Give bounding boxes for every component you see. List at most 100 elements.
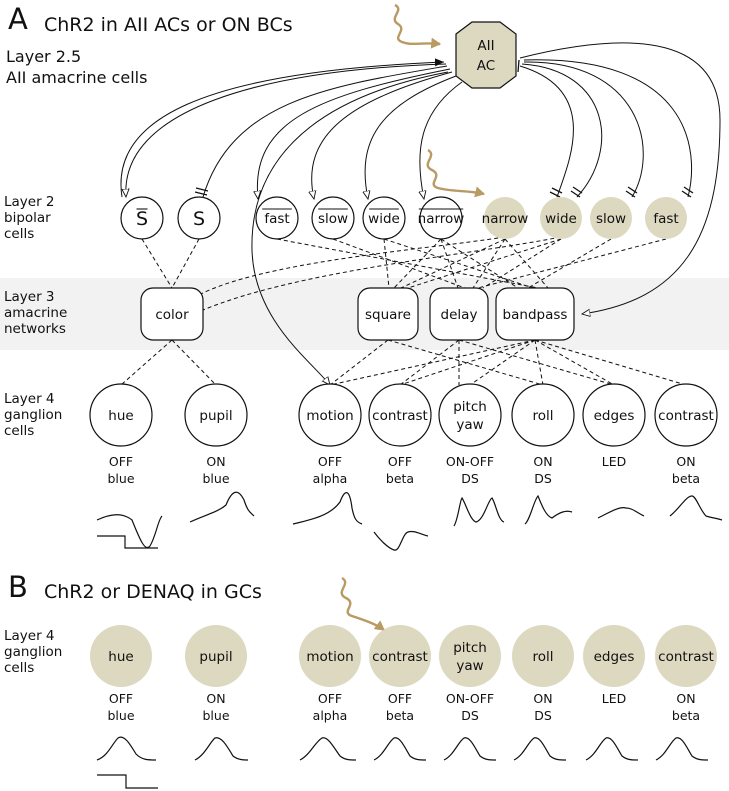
- amacrine-node-bandpass: bandpass: [495, 287, 575, 341]
- layer2-label: Layer 2 bipolar cells: [4, 194, 59, 242]
- ganglion-sublabel: beta: [386, 471, 414, 486]
- panel-b-letter: B: [8, 570, 28, 604]
- ganglion-sublabel: blue: [202, 708, 229, 723]
- ganglion-label: yaw: [456, 417, 483, 433]
- ganglion-label: contrast: [658, 408, 714, 424]
- response-traces-a: [96, 491, 723, 551]
- ganglion-sublabel: ON: [676, 454, 695, 469]
- aii-ac-node: AII AC: [455, 21, 517, 89]
- bipolar-label: narrow: [418, 211, 465, 227]
- bipolar-label: S: [193, 208, 205, 230]
- bipolar-label: wide: [368, 211, 400, 227]
- ganglion-sublabel: DS: [534, 708, 552, 723]
- ganglion-sublabel: LED: [602, 454, 627, 469]
- ganglion-sublabel: alpha: [313, 471, 348, 486]
- amacrine-layer: color square delay bandpass: [140, 287, 575, 341]
- amacrine-label: color: [155, 307, 189, 323]
- amacrine-node-color: color: [140, 287, 204, 341]
- bipolar-node-slow-on: slow: [590, 197, 632, 239]
- ganglion-sublabel: beta: [672, 708, 700, 723]
- ganglion-sublabel: OFF: [109, 454, 133, 469]
- ganglion-label: contrast: [372, 649, 428, 665]
- ganglion-label: contrast: [372, 408, 428, 424]
- bipolar-node-s: S: [177, 196, 221, 240]
- bipolar-label: fast: [653, 211, 678, 227]
- ganglion-label: motion: [306, 649, 353, 665]
- ganglion-sublabel: ON: [533, 691, 552, 706]
- ganglion-label: pitch: [453, 640, 487, 656]
- response-traces-b: [96, 736, 709, 789]
- ganglion-label: roll: [532, 408, 553, 424]
- bipolar-label: slow: [596, 211, 626, 227]
- bipolar-node-sbar: S: [120, 196, 164, 240]
- ganglion-sublabel: ON: [533, 454, 552, 469]
- ganglion-sublabel: ON-OFF: [446, 454, 494, 469]
- layer4-label-b: Layer 4 ganglion cells: [4, 628, 67, 676]
- ganglion-sublabel: blue: [202, 471, 229, 486]
- bipolar-node-slow-off: slow: [311, 196, 355, 240]
- ganglion-sublabel: alpha: [313, 708, 348, 723]
- bipolar-label: narrow: [482, 211, 529, 227]
- ganglion-sublabel: ON: [206, 454, 225, 469]
- amacrine-label: delay: [441, 307, 478, 323]
- ganglion-sublabel: LED: [602, 691, 627, 706]
- light-stimulus-icon: [340, 576, 385, 631]
- ganglion-sublabel: blue: [107, 471, 134, 486]
- amacrine-label: square: [365, 307, 411, 323]
- gap-junction-ticks: [194, 59, 694, 198]
- ganglion-label: edges: [594, 408, 635, 424]
- ganglion-sublabel: beta: [672, 471, 700, 486]
- ganglion-layer-b: hueOFFbluepupilONbluemotionOFFalphacontr…: [90, 625, 717, 723]
- ganglion-sublabel: OFF: [109, 691, 133, 706]
- ganglion-label: pitch: [453, 399, 487, 415]
- ganglion-label: roll: [532, 649, 553, 665]
- ganglion-sublabel: DS: [461, 471, 479, 486]
- panel-a-title: ChR2 in AII ACs or ON BCs: [44, 14, 293, 36]
- bipolar-node-narrow-off: narrow: [418, 196, 465, 240]
- dashed-connections: [120, 236, 687, 386]
- amacrine-label: bandpass: [503, 307, 568, 323]
- light-stimulus-icon: [393, 3, 442, 49]
- bipolar-label: S: [136, 208, 148, 230]
- ganglion-sublabel: OFF: [388, 454, 412, 469]
- layer25-label: Layer 2.5 AII amacrine cells: [6, 47, 147, 87]
- ganglion-label: yaw: [456, 658, 483, 674]
- ganglion-sublabel: blue: [107, 708, 134, 723]
- bipolar-label: wide: [545, 211, 577, 227]
- ganglion-layer-a: hueOFFbluepupilONbluemotionOFFalphacontr…: [89, 383, 718, 486]
- aii-connections: [120, 42, 721, 385]
- ganglion-sublabel: beta: [386, 708, 414, 723]
- bipolar-node-wide-off: wide: [362, 196, 406, 240]
- ganglion-sublabel: DS: [534, 471, 552, 486]
- layer3-label: Layer 3 amacrine networks: [4, 289, 72, 337]
- ganglion-sublabel: OFF: [388, 691, 412, 706]
- ganglion-label: contrast: [658, 649, 714, 665]
- bipolar-node-fast-off: fast: [255, 196, 299, 240]
- bipolar-label: fast: [264, 211, 289, 227]
- ganglion-sublabel: OFF: [318, 691, 342, 706]
- ganglion-sublabel: OFF: [318, 454, 342, 469]
- bipolar-node-fast-on: fast: [645, 197, 687, 239]
- amacrine-node-delay: delay: [429, 287, 489, 341]
- ganglion-sublabel: DS: [461, 708, 479, 723]
- ganglion-label: hue: [108, 408, 133, 424]
- bipolar-label: slow: [318, 211, 348, 227]
- panel-a-letter: A: [8, 2, 28, 36]
- ganglion-label: motion: [306, 408, 353, 424]
